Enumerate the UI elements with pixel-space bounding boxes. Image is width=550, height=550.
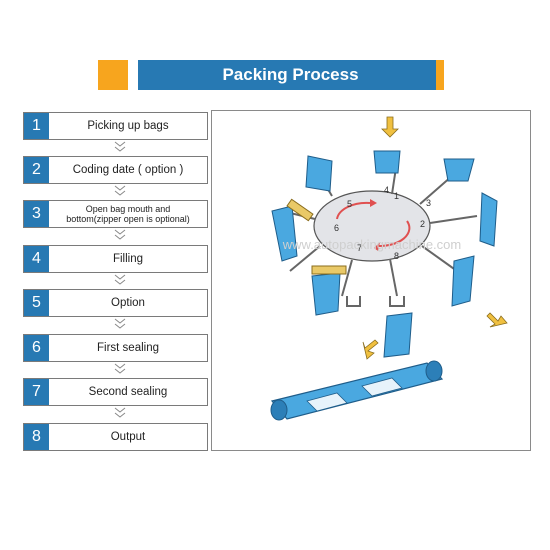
chevron-down-icon: [114, 407, 126, 418]
bag-holder: [451, 255, 475, 307]
station-number: 2: [420, 219, 425, 229]
rotation-arrow: [376, 220, 411, 248]
station-number: 6: [334, 223, 339, 233]
station-number: 5: [347, 199, 352, 209]
feed-arrow-icon: [486, 312, 508, 328]
bag-holder: [305, 155, 333, 192]
rotation-arrow: [336, 201, 371, 220]
sealing-jaw: [311, 265, 347, 275]
feed-arrow-icon: [362, 339, 379, 360]
header-accent-block: [98, 60, 128, 90]
step-label: Coding date ( option ): [72, 164, 184, 176]
rotary-packing-machine-illustration: 1 2 3 4 5 6 7 8 www.autopackingmachine.c…: [270, 116, 508, 421]
step-label-line: bottom(zipper open is optional): [66, 214, 190, 224]
step-number: 8: [24, 424, 49, 450]
finished-bag: [383, 312, 413, 358]
step-5: 5 Option: [23, 289, 208, 317]
header-accent-stripe: [436, 60, 444, 90]
step-number: 3: [24, 201, 49, 227]
bag-holder: [479, 192, 498, 247]
bag-holder: [443, 158, 475, 182]
bag-holder: [271, 205, 298, 262]
step-8: 8 Output: [23, 423, 208, 451]
step-1: 1 Picking up bags: [23, 112, 208, 140]
step-number: 7: [24, 379, 49, 405]
step-6: 6 First sealing: [23, 334, 208, 362]
step-number: 4: [24, 246, 49, 272]
step-4: 4 Filling: [23, 245, 208, 273]
station-number: 4: [384, 185, 389, 195]
step-number: 2: [24, 157, 49, 183]
feed-arrow-icon: [381, 116, 399, 138]
step-label: First sealing: [97, 342, 159, 354]
step-label: Open bag mouth and bottom(zipper open is…: [49, 201, 207, 227]
step-7: 7 Second sealing: [23, 378, 208, 406]
sealing-jaw: [286, 198, 314, 222]
chevron-down-icon: [114, 229, 126, 240]
station-number: 8: [394, 251, 399, 261]
watermark: www.autopackingmachine.com: [282, 237, 461, 252]
chevron-down-icon: [114, 185, 126, 196]
bag-holder: [311, 272, 341, 316]
step-number: 1: [24, 113, 49, 139]
step-2: 2 Coding date ( option ): [23, 156, 208, 184]
machine-diagram: 1 2 3 4 5 6 7 8 www.autopackingmachine.c…: [211, 110, 531, 451]
step-label: Filling: [112, 253, 144, 265]
step-label: Output: [110, 431, 146, 443]
page-title: Packing Process: [138, 60, 443, 90]
bag-holder: [373, 150, 401, 174]
step-label: Second sealing: [88, 386, 168, 398]
step-3: 3 Open bag mouth and bottom(zipper open …: [23, 200, 208, 228]
station-number: 1: [394, 191, 399, 201]
output-conveyor: [270, 360, 444, 421]
step-label: Option: [111, 297, 145, 309]
rotary-table: [313, 190, 431, 262]
step-number: 6: [24, 335, 49, 361]
chevron-down-icon: [114, 318, 126, 329]
step-label-line: Open bag mouth and: [85, 204, 171, 214]
chevron-down-icon: [114, 274, 126, 285]
chevron-down-icon: [114, 363, 126, 374]
station-number: 3: [426, 198, 431, 208]
station-number: 7: [357, 243, 362, 253]
step-label: Picking up bags: [87, 120, 169, 132]
step-number: 5: [24, 290, 49, 316]
chevron-down-icon: [114, 141, 126, 152]
